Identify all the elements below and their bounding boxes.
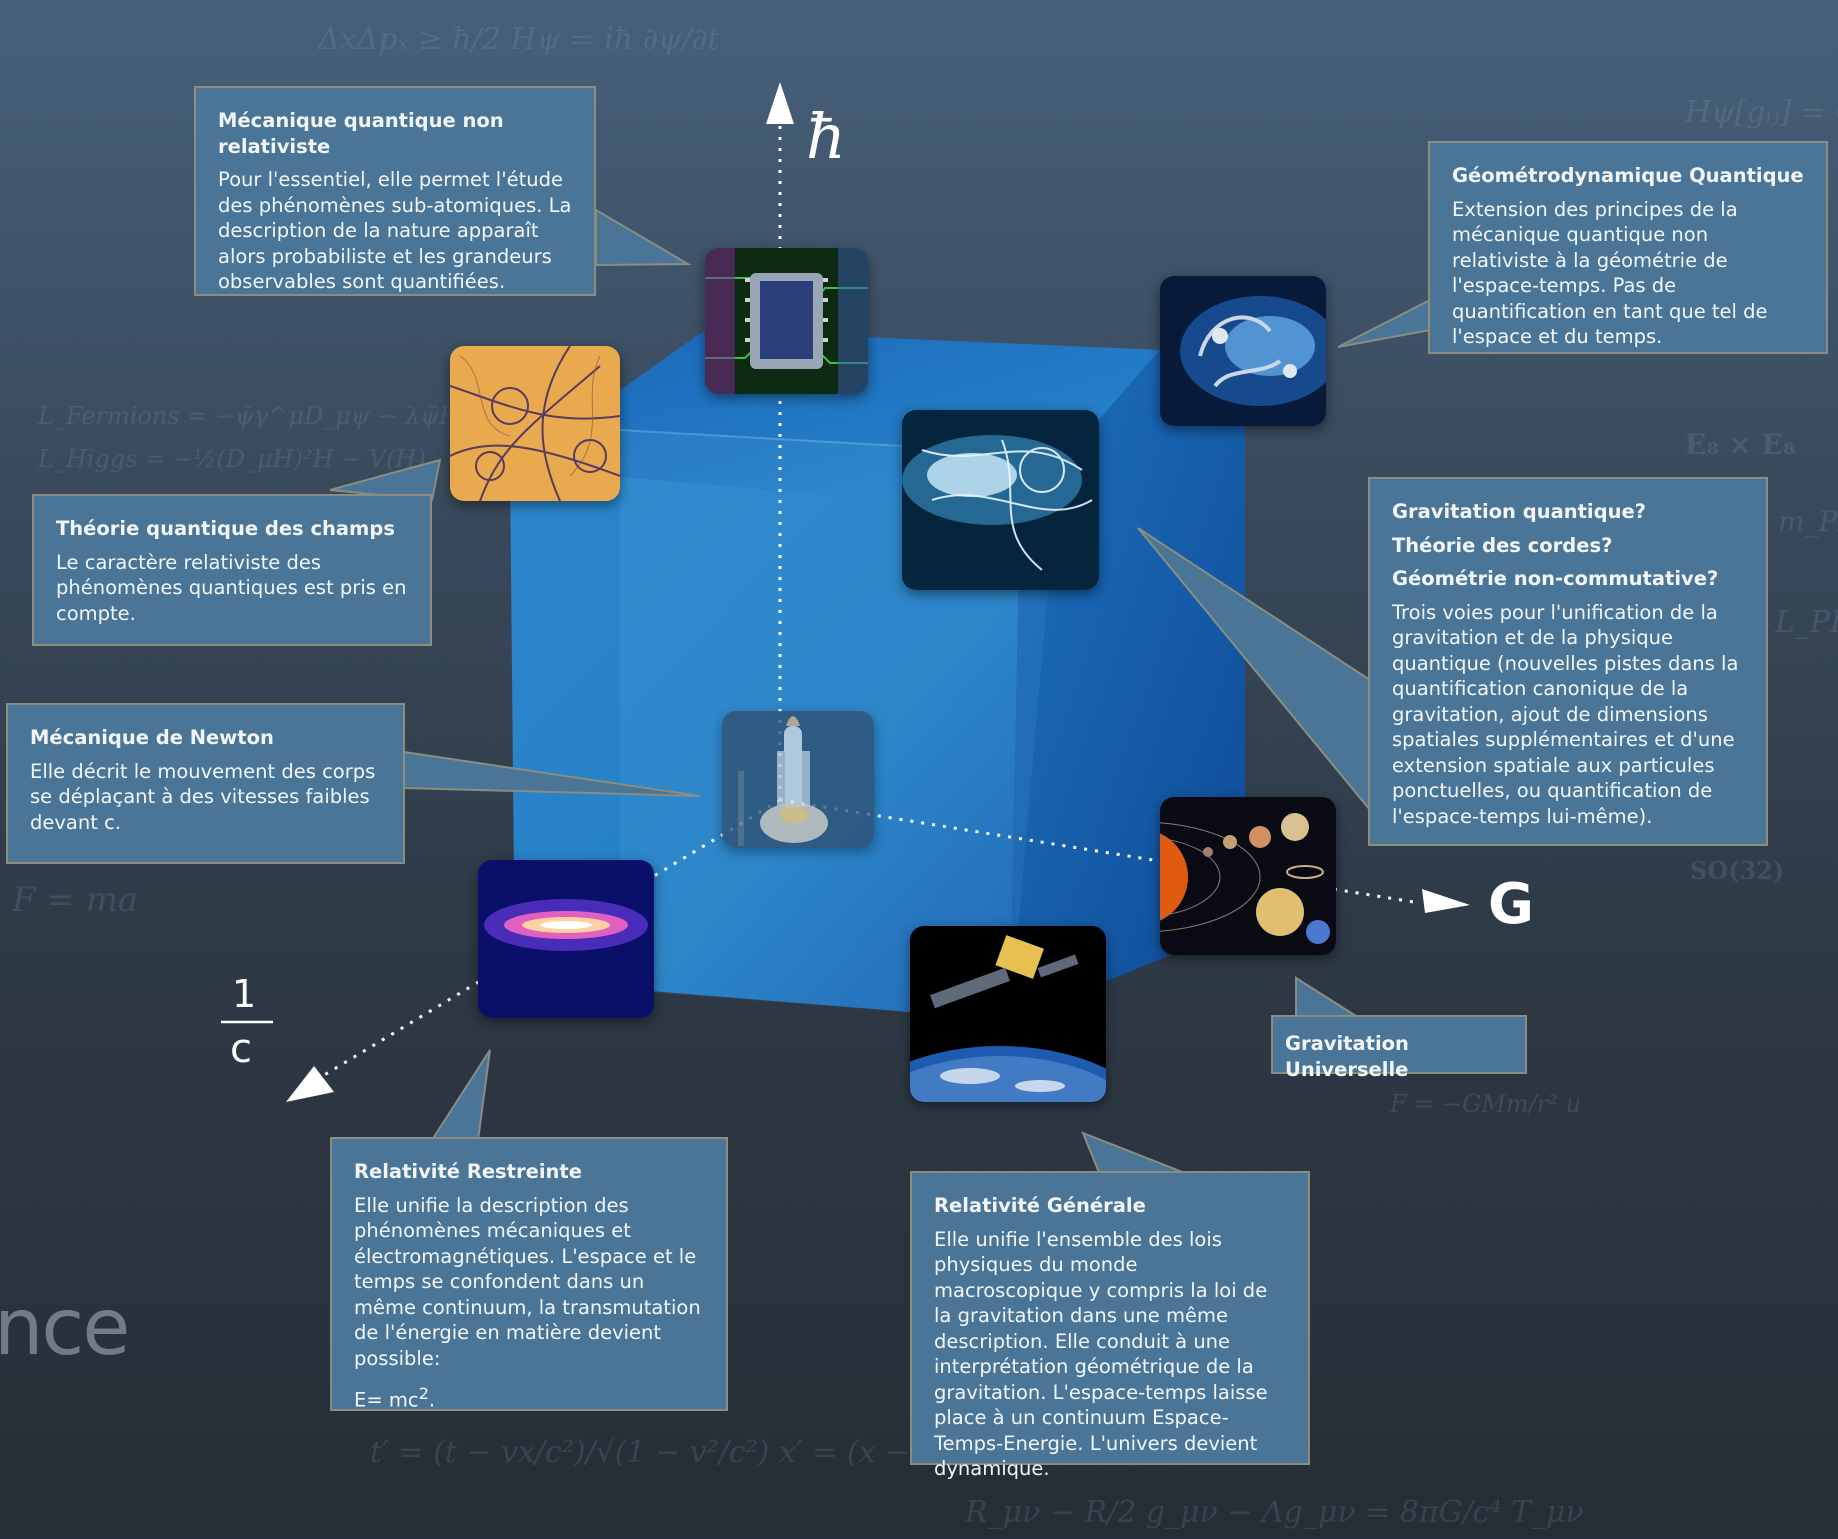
particle-tracks-photo — [450, 346, 620, 501]
hbar-axis-label: ħ — [806, 100, 846, 173]
callout-body: Extension des principes de la mécanique … — [1452, 197, 1768, 349]
callout-mecanique-quantique-non-relativiste: Mécanique quantique non relativiste Pour… — [194, 86, 596, 296]
callout-gravitation-universelle: Gravitation Universelle — [1271, 1015, 1527, 1081]
callout-relativite-restreinte: Relativité Restreinte Elle unifie la des… — [330, 1137, 728, 1413]
c-axis-numerator: 1 — [232, 972, 257, 1016]
callout-body: Trois voies pour l'unification de la gra… — [1392, 600, 1739, 828]
space-shuttle-launch-photo — [722, 711, 874, 848]
callout-title: Mécanique de Newton — [30, 726, 274, 749]
callout-title-3: Géométrie non-commutative? — [1392, 567, 1719, 590]
callout-relativite-generale: Relativité Générale Elle unifie l'ensemb… — [910, 1171, 1310, 1480]
solar-system-photo — [1160, 797, 1336, 955]
tail-gu — [1295, 976, 1360, 1017]
microchip-photo — [705, 248, 868, 394]
callout-body: Pour l'essentiel, elle permet l'étude de… — [218, 168, 572, 293]
callout-gravitation-quantique: Gravitation quantique? Théorie des corde… — [1368, 477, 1768, 846]
string-theory-photo — [902, 410, 1099, 590]
emc2-base: E= mc — [354, 1388, 419, 1412]
spacetime-wormhole-photo — [1160, 276, 1326, 426]
hbar-axis-arrow — [766, 82, 794, 124]
c-axis-line — [315, 798, 781, 1082]
callout-body: Le caractère relativiste des phénomènes … — [56, 550, 407, 625]
satellite-earth-photo — [910, 926, 1106, 1102]
watermark-text: nce — [0, 1283, 130, 1373]
callout-title: Gravitation Universelle — [1285, 1032, 1409, 1081]
plasma-beam-photo — [478, 860, 654, 1018]
callout-title: Mécanique quantique non relativiste — [218, 109, 504, 158]
emc2-exponent: 2 — [418, 1384, 429, 1403]
callout-body: Elle unifie l'ensemble des lois physique… — [934, 1227, 1268, 1481]
callout-title-1: Gravitation quantique? — [1392, 500, 1646, 523]
tail-rg — [1081, 1131, 1191, 1176]
tail-gdq — [1337, 298, 1431, 348]
emc2-period: . — [428, 1388, 436, 1412]
callout-title: Relativité Générale — [934, 1194, 1146, 1217]
callout-title-2: Théorie des cordes? — [1392, 533, 1613, 557]
callout-title: Théorie quantique des champs — [56, 517, 395, 540]
c-axis-denominator: c — [230, 1026, 252, 1072]
callout-geometrodynamique-quantique: Géométrodynamique Quantique Extension de… — [1428, 141, 1828, 354]
g-axis-label: G — [1488, 872, 1534, 937]
c-axis-arrow — [286, 1066, 334, 1102]
callout-body: Elle unifie la description des phénomène… — [354, 1193, 701, 1370]
callout-title: Relativité Restreinte — [354, 1160, 582, 1183]
tail-rr — [430, 1049, 491, 1141]
callout-theorie-quantique-des-champs: Théorie quantique des champs Le caractèr… — [32, 494, 432, 646]
g-axis-arrow — [1422, 889, 1470, 913]
callout-body: Elle décrit le mouvement des corps se dé… — [30, 759, 376, 834]
callout-title: Géométrodynamique Quantique — [1452, 164, 1804, 187]
callout-mecanique-de-newton: Mécanique de Newton Elle décrit le mouve… — [6, 703, 405, 864]
callout-tails — [329, 208, 1431, 1176]
emc2-formula: E= mc2. — [354, 1381, 704, 1413]
tail-mqnr — [595, 208, 692, 267]
